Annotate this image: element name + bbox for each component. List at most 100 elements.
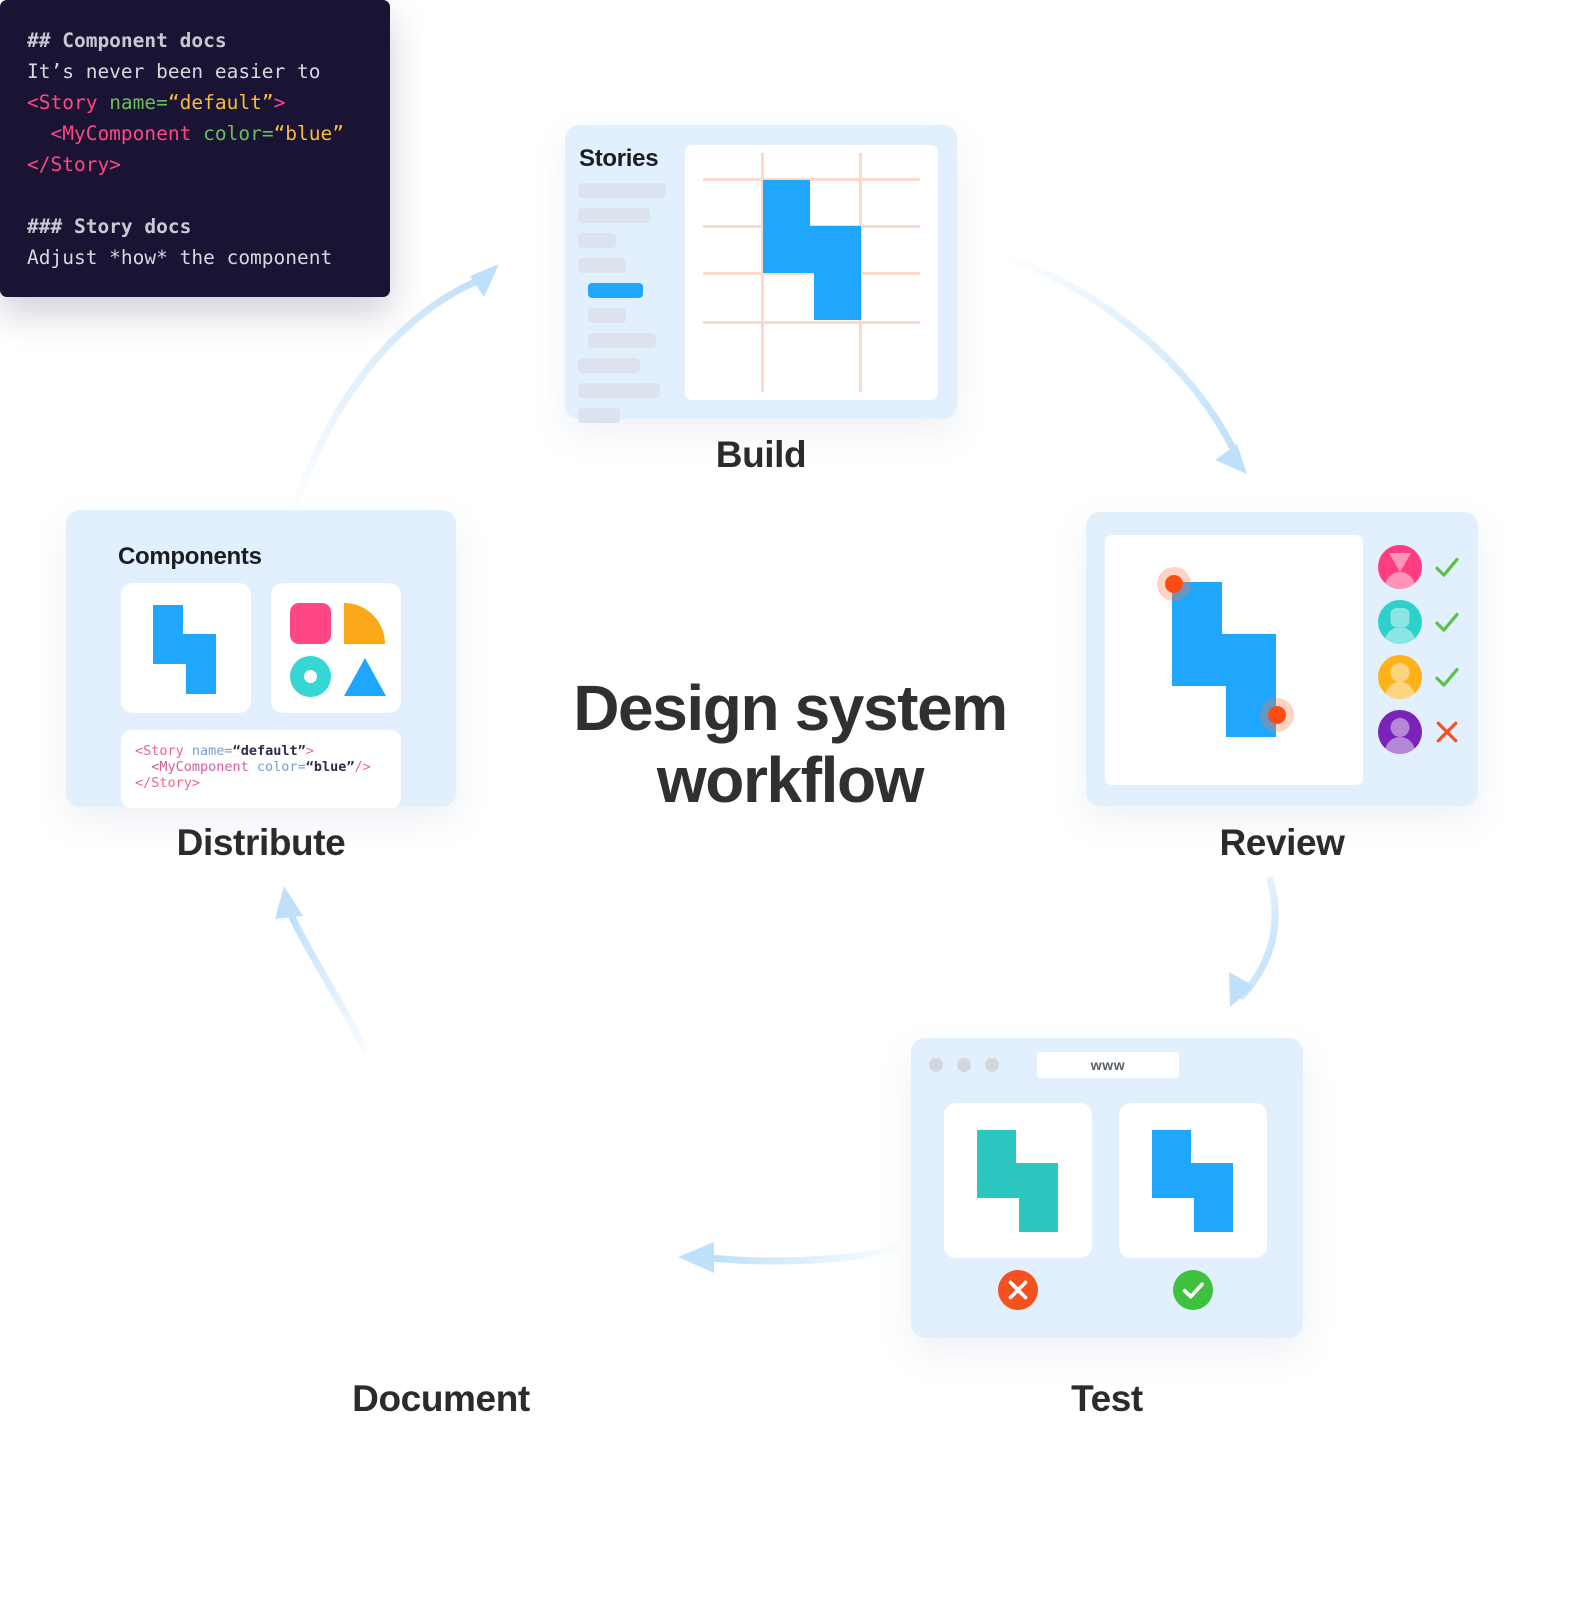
check-icon [1435,557,1459,577]
code-tag-close: </Story> [135,775,201,791]
avatar-purple [1378,709,1422,754]
arrow-test-to-document [678,1242,901,1273]
window-dot-yellow[interactable] [957,1058,971,1072]
avatar-body [1385,626,1415,644]
arrow-distribute-to-build [292,264,499,509]
page-title: Design system workflow [0,672,1580,816]
doc-code-tag-open: <Story [27,91,98,114]
doc-code-component-tag: <MyComponent [27,122,192,145]
doc-heading-h3: ### Story docs [27,215,192,238]
doc-body-text: Adjust *how* the component [27,246,333,269]
reviewer-row[interactable] [1378,704,1462,759]
story-list-item[interactable] [578,358,640,373]
comment-pin-top-left[interactable] [1157,567,1191,601]
components-panel-title: Components [118,543,262,570]
check-icon [1435,667,1459,687]
url-bar[interactable]: www [1037,1052,1179,1078]
comment-pin-bottom-right[interactable] [1260,698,1294,732]
story-preview-canvas [685,145,938,400]
build-step-label: Build [715,434,807,475]
doc-code-bracket: > [273,91,286,114]
story-code-snippet: <Story name=“default”> <MyComponent colo… [121,730,401,808]
review-step-label: Review [1219,822,1345,863]
story-list-item[interactable] [578,383,660,398]
avatar-head [1389,552,1411,572]
review-preview-canvas [1105,535,1363,785]
code-bracket: > [305,743,314,759]
window-dot-red[interactable] [929,1058,943,1072]
grid-line-horizontal [703,178,920,181]
check-icon [1435,612,1459,632]
stories-panel-title: Stories [579,145,659,172]
story-list-item[interactable] [578,208,650,223]
avatar-head [1390,662,1410,682]
donut-shape [290,656,331,697]
component-mark-icon [1172,582,1277,737]
cross-icon [1436,721,1458,742]
grid-line-horizontal [703,272,920,275]
test-step-label: Test [1071,1378,1143,1419]
shapes-tile[interactable] [271,583,401,713]
stories-list[interactable] [578,183,678,433]
reviewer-row[interactable] [1378,649,1462,704]
check-circle-icon [1173,1270,1213,1310]
component-tile[interactable] [121,583,251,713]
avatar-body [1385,571,1415,589]
story-list-item[interactable] [578,408,620,423]
avatar-head [1390,717,1410,737]
triangle-shape [344,658,386,696]
distribute-step-label: Distribute [176,822,346,863]
page-title-line-1: Design system [573,672,1008,744]
story-list-item[interactable] [578,258,626,273]
avatar-orange [1378,654,1422,699]
cross-circle-icon [998,1270,1038,1310]
arrow-review-to-test [1229,876,1279,1007]
doc-code-value: “blue” [273,122,345,145]
arrow-build-to-review [1010,256,1247,474]
story-list-item[interactable] [578,183,666,198]
grid-line-vertical [761,153,764,392]
document-card[interactable]: ## Component docs It’s never been easier… [0,0,390,297]
reviewer-row[interactable] [1378,594,1462,649]
page-title-line-2: workflow [656,744,925,816]
code-component-tag: <MyComponent [135,759,249,775]
story-list-item[interactable] [588,333,656,348]
build-card[interactable]: Stories [565,125,957,423]
doc-code-attr: color= [191,122,274,145]
snapshot-baseline-tile[interactable] [944,1103,1092,1258]
code-bracket: /> [354,759,371,775]
window-dot-green[interactable] [985,1058,999,1072]
component-mark-icon [977,1130,1059,1232]
snapshot-current-tile[interactable] [1119,1103,1267,1258]
avatar-head [1390,607,1410,627]
grid-line-horizontal [703,321,920,324]
code-attr: name= [183,743,233,759]
code-tag-open: <Story [135,743,184,759]
story-list-item[interactable] [578,233,616,248]
doc-code-value: “default” [167,91,274,114]
arrow-document-to-distribute [275,886,372,1059]
avatar-pink [1378,544,1422,589]
avatar-body [1385,736,1415,754]
test-card[interactable]: www [911,1038,1303,1338]
code-value: “blue” [305,759,355,775]
quarter-circle-shape [344,603,385,644]
doc-code-tag-close: </Story> [27,153,121,176]
code-attr: color= [248,759,306,775]
doc-heading-h2: ## Component docs [27,29,227,52]
rounded-square-shape [290,603,331,644]
code-value: “default” [232,743,306,759]
story-list-item[interactable] [588,308,626,323]
reviewers-list [1378,539,1462,759]
avatar-body [1385,681,1415,699]
distribute-card[interactable]: Components <Story name=“default”> <MyCom… [66,510,456,808]
story-list-item-selected[interactable] [588,283,643,298]
review-card[interactable] [1086,512,1478,806]
doc-code-attr: name= [97,91,168,114]
component-mark-icon [763,180,863,322]
component-mark-icon [1152,1130,1234,1232]
component-mark-icon [153,605,217,695]
reviewer-row[interactable] [1378,539,1462,594]
document-step-label: Document [352,1378,530,1419]
